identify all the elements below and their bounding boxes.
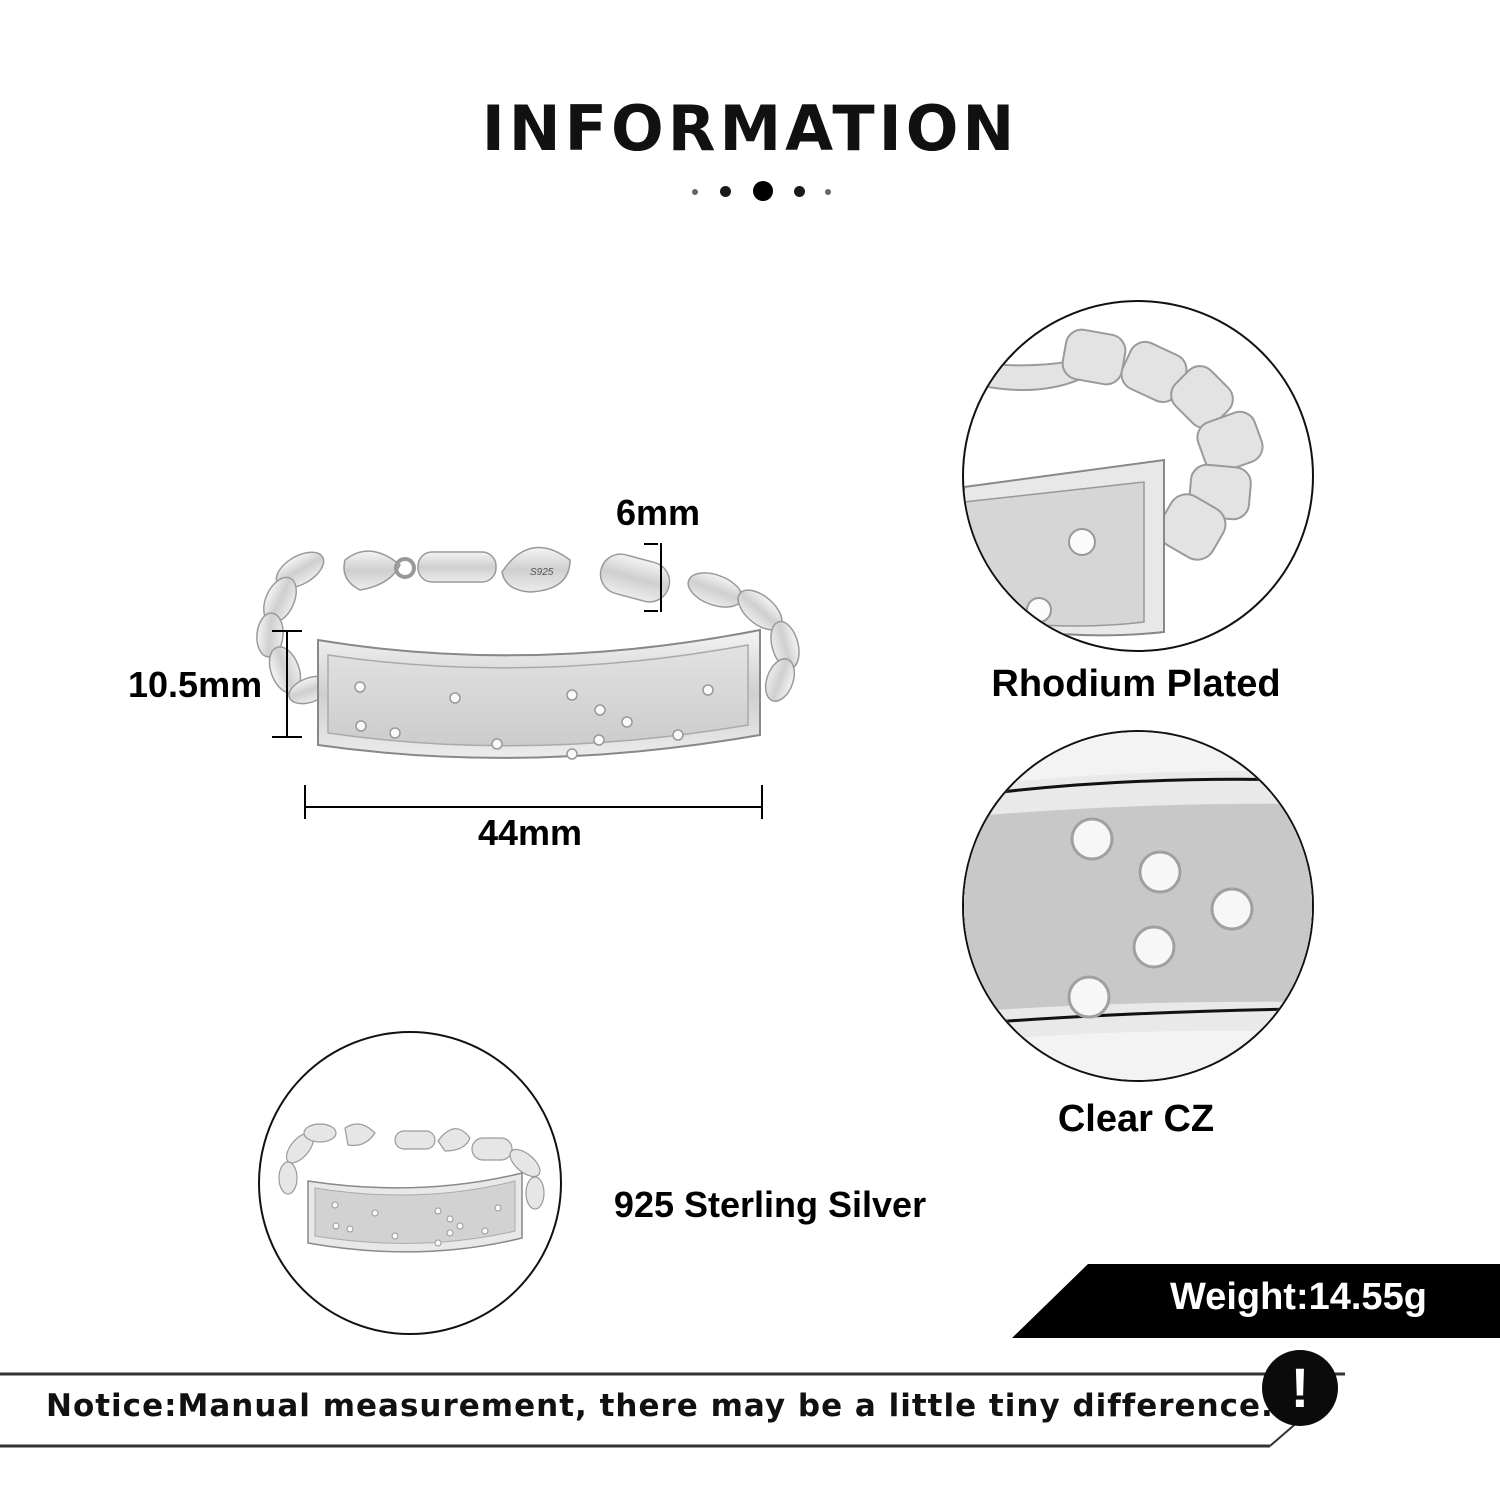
- notice-text: Notice:Manual measurement, there may be …: [46, 1388, 1274, 1424]
- weight-value: Weight:14.55g: [1170, 1276, 1427, 1318]
- dimension-bar-length-label: 44mm: [478, 812, 583, 853]
- dimension-tick: [644, 543, 658, 545]
- dimension-bar-height-label: 10.5mm: [128, 664, 263, 705]
- notice-band: Notice:Manual measurement, there may be …: [0, 1372, 1345, 1448]
- divider-dot: [753, 181, 773, 201]
- dimension-tick: [304, 785, 306, 819]
- feature-label-sterling-silver: 925 Sterling Silver: [613, 1184, 927, 1225]
- dimension-line-vertical: [660, 543, 662, 612]
- engraving-mark: S925: [530, 567, 554, 578]
- title-divider-dots: [690, 178, 840, 208]
- dimension-tick: [644, 610, 658, 612]
- feature-label-clear-cz: Clear CZ: [1057, 1098, 1215, 1140]
- dimension-line-horizontal: [305, 806, 763, 808]
- divider-dot: [720, 186, 731, 197]
- divider-dot: [794, 186, 805, 197]
- dimension-link-width-label: 6mm: [616, 492, 701, 533]
- page-title: INFORMATION: [481, 92, 1019, 165]
- chain-closeup-illustration: [964, 328, 1264, 637]
- dimension-tick: [272, 630, 302, 632]
- dimension-line-vertical: [286, 630, 288, 738]
- feature-image-clear-cz: [962, 730, 1314, 1082]
- banner-shape: [1012, 1264, 1500, 1338]
- weight-banner: Weight:14.55g: [1010, 1264, 1500, 1338]
- exclamation-icon: !: [1262, 1350, 1338, 1426]
- feature-image-sterling-silver: [258, 1031, 562, 1335]
- divider-dot: [692, 189, 698, 195]
- dimension-tick: [761, 785, 763, 819]
- feature-image-rhodium-plated: [962, 300, 1314, 652]
- divider-dot: [825, 189, 831, 195]
- bracelet-main-image: S925: [240, 530, 840, 780]
- cz-closeup-illustration: [964, 732, 1312, 1080]
- feature-label-rhodium-plated: Rhodium Plated: [991, 663, 1281, 705]
- bracelet-illustration: S925: [256, 546, 800, 760]
- dimension-tick: [272, 736, 302, 738]
- bracelet-thumbnail-illustration: [278, 1123, 545, 1253]
